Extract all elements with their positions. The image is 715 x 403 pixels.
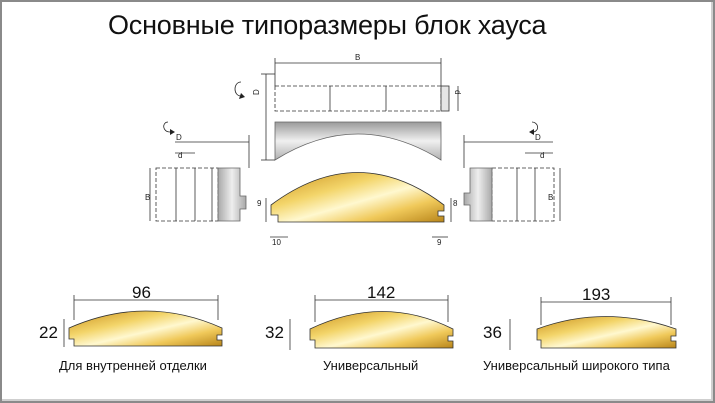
top-cutter xyxy=(234,58,459,161)
left-depth-label: d xyxy=(178,151,182,160)
profile-2-shape xyxy=(289,295,454,350)
right-cutter xyxy=(463,121,561,222)
groove-left-label: 9 xyxy=(257,199,262,208)
diagram-title: Основные типоразмеры блок хауса xyxy=(108,10,547,40)
groove-right-label: 8 xyxy=(453,199,458,208)
profile-1-width: 96 xyxy=(132,283,151,302)
profile-1-shape xyxy=(63,295,223,347)
profile-3-caption: Универсальный широкого типа xyxy=(483,358,671,373)
center-profile xyxy=(265,172,452,238)
profile-1-caption: Для внутренней отделки xyxy=(59,358,207,373)
left-diameter-label: D xyxy=(176,133,182,142)
profile-2-caption: Универсальный xyxy=(323,358,418,373)
tongue-left-label: 10 xyxy=(272,238,281,247)
right-diameter-label: D xyxy=(535,133,541,142)
profile-1-thickness: 22 xyxy=(39,323,58,342)
right-depth-label: d xyxy=(540,151,544,160)
right-b-label: B xyxy=(548,193,553,202)
profile-3-shape xyxy=(509,297,677,350)
left-b-label: B xyxy=(145,193,150,202)
top-width-label: B xyxy=(355,53,360,62)
left-cutter xyxy=(149,121,250,222)
top-diameter-label: D xyxy=(252,89,261,95)
profile-2-thickness: 32 xyxy=(265,323,284,342)
tongue-right-label: 9 xyxy=(437,238,442,247)
profile-3-width: 193 xyxy=(582,285,610,304)
top-depth-label: d xyxy=(453,90,462,94)
profile-2-width: 142 xyxy=(367,283,395,302)
profile-3-thickness: 36 xyxy=(483,323,502,342)
